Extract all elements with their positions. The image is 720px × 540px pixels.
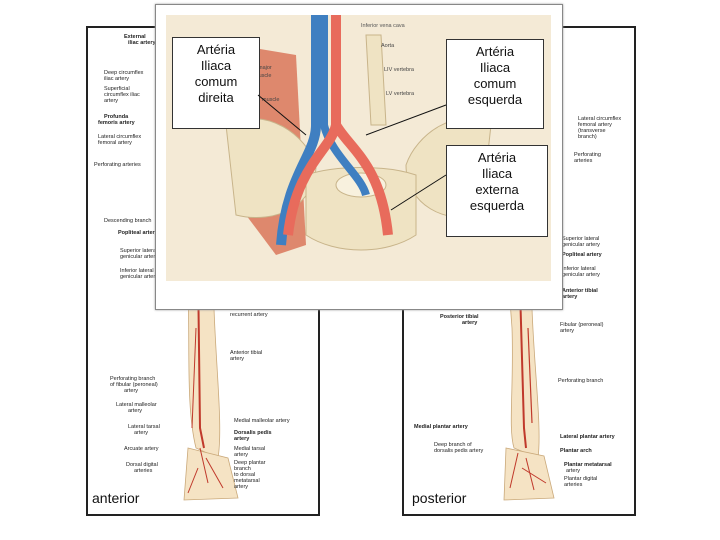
label-perforating-post: Perforating: [574, 152, 601, 158]
label-recurrent-artery: recurrent artery: [230, 312, 268, 318]
label-superficial-circumflex-2: circumflex iliac: [104, 92, 140, 98]
label-popliteal-post: Popliteal artery: [562, 252, 602, 258]
callout-line: esquerda: [469, 198, 525, 213]
label-lateral-tarsal-2: artery: [134, 430, 149, 436]
label-fibular-peroneal: Fibular (peroneal): [560, 322, 604, 328]
label-transverse-branch: branch): [578, 134, 597, 140]
label-lateral-malleolar-2: artery: [128, 408, 143, 414]
callout-left-common-iliac: Artéria Iliaca comum esquerda: [446, 39, 544, 129]
label-descending-branch: Descending branch: [104, 218, 152, 224]
label-transverse: (transverse: [578, 128, 606, 134]
callout-line: Artéria: [196, 42, 236, 57]
label-liv-vertebra: LIV vertebra: [384, 67, 414, 73]
callout-line: Iliaca: [200, 58, 232, 73]
label-posterior-tibial-2: artery: [462, 320, 478, 326]
label-lateral-plantar: Lateral plantar artery: [560, 434, 615, 440]
label-major: major: [258, 65, 272, 71]
label-plantar-metatarsal: Plantar metatarsal: [564, 462, 612, 468]
label-deep-plantar: Deep plantar: [234, 460, 266, 466]
label-metatarsal-artery: artery: [234, 484, 249, 490]
label-plantar-digital: Plantar digital: [564, 476, 598, 482]
label-lv-vertebra: LV vertebra: [386, 91, 415, 97]
label-superficial-circumflex: Superficial: [104, 86, 130, 92]
callout-line: Artéria: [475, 44, 515, 59]
label-inferior-vena-cava: Inferior vena cava: [361, 23, 405, 29]
label-plantar-arch: Plantar arch: [560, 448, 592, 454]
label-perforating-branch-post: Perforating branch: [558, 378, 604, 384]
label-superior-lateral-genicular-post-2: genicular artery: [562, 242, 600, 248]
label-external-iliac-2: iliac artery: [128, 40, 156, 46]
label-inferior-lateral-genicular-2: genicular artery: [120, 274, 158, 280]
label-superior-lateral-genicular-2: genicular artery: [120, 254, 158, 260]
label-anterior-tibial: Anterior tibial: [230, 350, 263, 356]
callout-line: direita: [198, 90, 234, 105]
label-to-dorsal: to dorsal: [234, 472, 256, 478]
label-deep-circumflex-2: iliac artery: [104, 76, 130, 82]
label-perforating-branch-fibular-3: artery: [124, 388, 139, 394]
label-medial-tarsal-2: artery: [234, 452, 249, 458]
callout-line: comum: [473, 76, 517, 91]
label-muscle-2: muscle: [262, 97, 280, 103]
callout-line: Artéria: [477, 150, 517, 165]
callout-line: externa: [475, 182, 519, 197]
label-deep-circumflex: Deep circumflex: [104, 70, 144, 76]
label-popliteal-artery: Popliteal artery: [118, 230, 158, 236]
label-superficial-circumflex-3: artery: [104, 98, 119, 104]
label-perforating-branch-fibular-2: of fibular (peroneal): [110, 382, 158, 388]
label-deep-plantar-2: branch: [234, 466, 251, 472]
label-perforating-post-2: arteries: [574, 158, 593, 164]
label-inferior-lateral-genicular-post: Inferior lateral: [562, 266, 596, 272]
label-dorsal-digital: Dorsal digital: [126, 462, 158, 468]
label-inferior-lateral-genicular: Inferior lateral: [120, 268, 154, 274]
label-perforating-arteries: Perforating arteries: [94, 162, 141, 168]
label-fibular-peroneal-2: artery: [560, 328, 575, 334]
label-aorta: Aorta: [381, 43, 395, 49]
callout-left-external-iliac: Artéria Iliaca externa esquerda: [446, 145, 548, 237]
label-dorsalis-pedis: Dorsalis pedis: [234, 430, 272, 436]
label-muscle-1: muscle: [254, 73, 272, 79]
posterior-label: posterior: [410, 490, 469, 506]
label-medial-malleolar: Medial malleolar artery: [234, 418, 290, 424]
label-superior-lateral-genicular: Superior lateral: [120, 248, 158, 254]
callout-right-common-iliac: Artéria Iliaca comum direita: [172, 37, 260, 129]
label-metatarsal: metatarsal: [234, 478, 260, 484]
label-anterior-tibial-post-2: artery: [562, 294, 578, 300]
label-lateral-circumflex-post-2: femoral artery: [578, 122, 612, 128]
label-medial-tarsal: Medial tarsal: [234, 446, 266, 452]
label-perforating-branch-fibular: Perforating branch: [110, 376, 156, 382]
label-lateral-circumflex-post: Lateral circumflex: [578, 116, 622, 122]
label-dorsalis-pedis-2: artery: [234, 436, 250, 442]
iliac-arteries-inset: Inferior vena cava Aorta LIV vertebra LV…: [155, 4, 563, 310]
label-medial-plantar: Medial plantar artery: [414, 424, 468, 430]
callout-line: esquerda: [467, 92, 523, 107]
label-anterior-tibial-post: Anterior tibial: [562, 288, 598, 294]
label-plantar-metatarsal-2: artery: [566, 468, 581, 474]
label-external-iliac: External: [124, 34, 146, 40]
label-lateral-circumflex: Lateral circumflex: [98, 134, 142, 140]
callout-line: Iliaca: [481, 166, 513, 181]
label-lateral-tarsal: Lateral tarsal: [128, 424, 160, 430]
label-anterior-tibial-2: artery: [230, 356, 245, 362]
callout-line: Iliaca: [479, 60, 511, 75]
label-inferior-lateral-genicular-post-2: genicular artery: [562, 272, 600, 278]
label-posterior-tibial: Posterior tibial: [440, 314, 479, 320]
label-deep-branch-2: dorsalis pedis artery: [434, 448, 484, 454]
label-plantar-digital-2: arteries: [564, 482, 583, 488]
anterior-label: anterior: [90, 490, 142, 506]
label-profunda-2: femoris artery: [98, 120, 135, 126]
label-superior-lateral-genicular-post: Superior lateral: [562, 236, 600, 242]
callout-line: comum: [194, 74, 238, 89]
label-lateral-circumflex-2: femoral artery: [98, 140, 132, 146]
label-deep-branch: Deep branch of: [434, 442, 472, 448]
label-dorsal-digital-2: arteries: [134, 468, 153, 474]
label-profunda: Profunda: [104, 114, 129, 120]
label-lateral-malleolar: Lateral malleolar: [116, 402, 157, 408]
label-arcuate-artery: Arcuate artery: [124, 446, 159, 452]
